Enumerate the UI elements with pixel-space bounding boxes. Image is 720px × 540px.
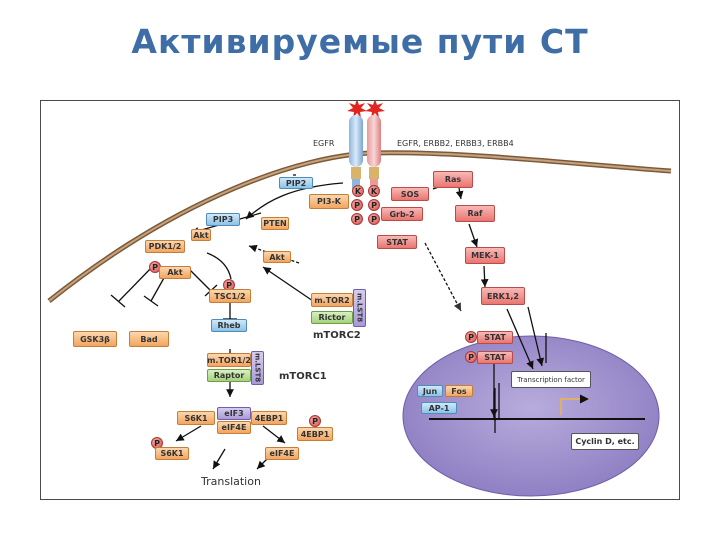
kinase-domain-right: K (368, 185, 380, 197)
ap1-node: AP-1 (421, 402, 457, 414)
4ebp1-node: 4EBP1 (251, 411, 287, 425)
eif4e-free-node: eIF4E (265, 447, 299, 460)
mtorc2-label: mTORC2 (313, 330, 361, 341)
pdk-node: PDK1/2 (145, 240, 185, 253)
erbb-family-label: EGFR, ERBB2, ERBB3, ERBB4 (397, 139, 514, 148)
eif3-node: eIF3 (217, 407, 251, 420)
phospho-site: P (368, 213, 380, 225)
phospho-site: P (351, 213, 363, 225)
eif4e-node: eIF4E (217, 421, 251, 434)
stat-phospho: P (465, 351, 477, 363)
tsc-node: TSC1/2 (209, 289, 251, 303)
raf-node: Raf (455, 205, 495, 222)
pathway-diagram: EGFR EGFR, ERBB2, ERBB3, ERBB4 K K P P P… (40, 100, 680, 500)
egfr-receptor (349, 115, 363, 167)
nucleus (402, 335, 660, 497)
erbb-receptor (367, 115, 381, 167)
mek1-node: MEK-1 (465, 247, 505, 264)
transcription-factor-node: Transcription factor (511, 371, 591, 388)
slide-title: Активируемые пути СТ (131, 22, 589, 61)
egfr-label: EGFR (313, 139, 335, 148)
rheb-node: Rheb (211, 319, 247, 332)
4ebp1-phospho-node: 4EBP1 (297, 427, 333, 441)
4ebp1-phospho: P (309, 415, 321, 427)
jun-node: Jun (417, 385, 443, 397)
translation-label: Translation (201, 475, 261, 488)
phospho-site: P (351, 199, 363, 211)
mlst8-c1-node: m.LST8 (251, 351, 264, 385)
s6k1-node: S6K1 (177, 411, 215, 425)
pten-node: PTEN (261, 217, 289, 230)
akt-cytoplasm-node: Akt (263, 251, 291, 263)
raptor-node: Raptor (207, 369, 251, 382)
ras-node: Ras (433, 171, 473, 188)
sos-node: SOS (391, 187, 429, 201)
stat-nuclear-node-2: STAT (477, 351, 513, 364)
akt-membrane-node: Akt (191, 229, 211, 241)
fos-node: Fos (445, 385, 473, 397)
pip2-node: PIP2 (279, 177, 313, 189)
pathway-graphics (47, 101, 672, 497)
grb2-node: Grb-2 (381, 207, 423, 221)
kinase-domain-left: K (352, 185, 364, 197)
rictor-node: Rictor (311, 311, 353, 324)
erk-node: ERK1,2 (481, 287, 525, 305)
stat-node: STAT (377, 235, 417, 249)
mtor-c2-node: m.TOR2 (311, 293, 353, 307)
transcription-start-arrow (560, 394, 589, 415)
phospho-site: P (368, 199, 380, 211)
pi3k-node: PI3-K (309, 194, 349, 209)
cyclin-d-node: Cyclin D, etc. (571, 433, 639, 450)
bad-node: Bad (129, 331, 169, 347)
ligand-icons (347, 101, 385, 118)
mtorc1-label: mTORC1 (279, 371, 327, 382)
mlst8-c2-node: m.LST8 (353, 289, 366, 327)
gsk3b-node: GSK3β (73, 331, 117, 347)
pip3-node: PIP3 (206, 213, 240, 226)
stat-nuclear-node-1: STAT (477, 331, 513, 344)
s6k1-active-node: S6K1 (155, 447, 189, 460)
mtor-c1-node: m.TOR1/2 (207, 353, 251, 367)
stat-phospho: P (465, 331, 477, 343)
akt-active-node: Akt (159, 266, 191, 279)
